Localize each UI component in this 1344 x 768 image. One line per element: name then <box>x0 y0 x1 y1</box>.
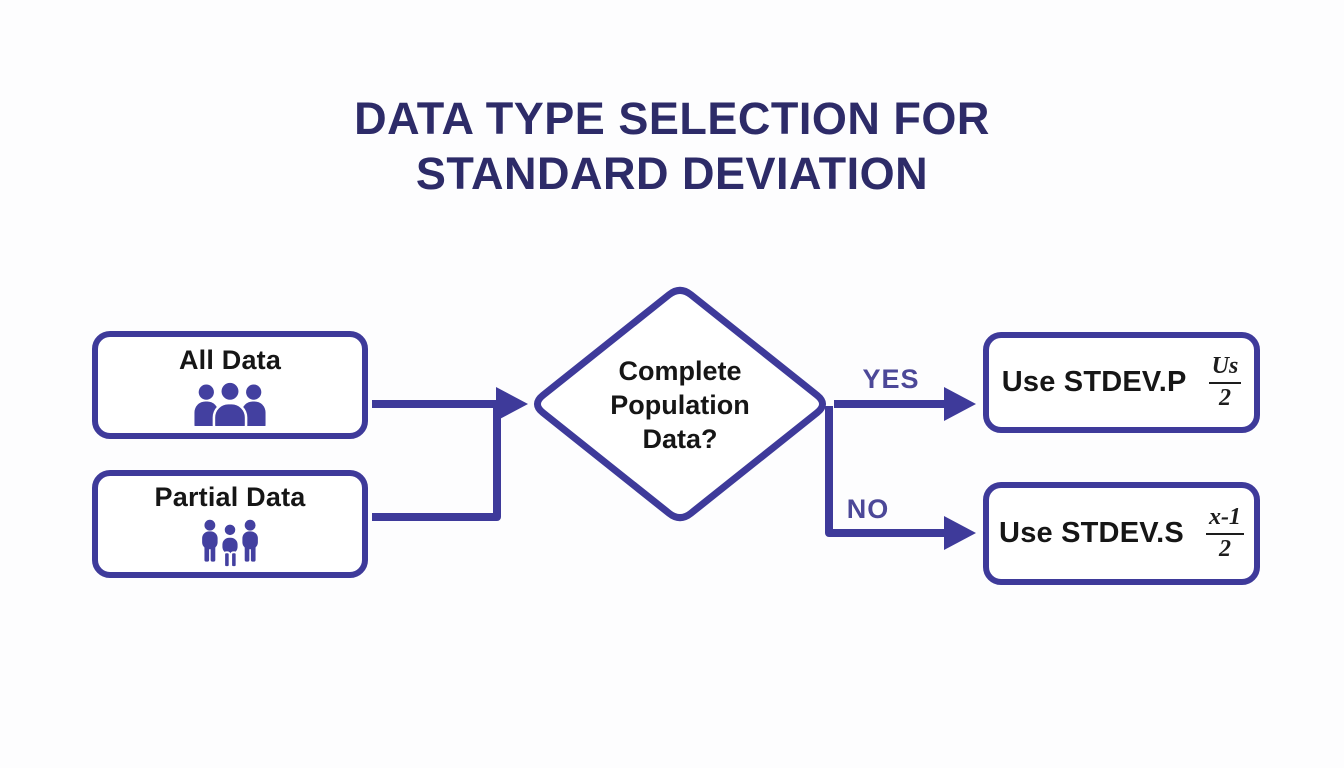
stdev-s-label: Use STDEV.S <box>999 517 1184 549</box>
page-title-line1: DATA TYPE SELECTION FOR <box>354 93 990 144</box>
edge-partialdata-to-decision <box>372 404 501 521</box>
arrowhead-into-decision <box>496 387 528 421</box>
node-partial-data: Partial Data <box>92 470 368 578</box>
node-stdev-p: Use STDEV.P Us 2 <box>983 332 1260 433</box>
stdev-s-formula-numerator: x-1 <box>1205 505 1244 535</box>
partial-data-label: Partial Data <box>154 481 306 512</box>
arrowhead-no <box>944 516 976 550</box>
node-stdev-s: Use STDEV.S x-1 2 <box>983 482 1260 585</box>
edge-no-line <box>825 406 946 537</box>
stdev-p-formula-numerator: Us <box>1208 354 1242 384</box>
group-people-icon <box>191 379 269 440</box>
node-decision: Complete Population Data? <box>560 340 800 470</box>
page-title: DATA TYPE SELECTION FOR STANDARD DEVIATI… <box>0 92 1344 202</box>
page-title-line2: STANDARD DEVIATION <box>415 147 929 199</box>
decision-line1: Complete <box>618 355 742 386</box>
stdev-p-label: Use STDEV.P <box>1001 366 1187 398</box>
arrowhead-yes <box>944 387 976 421</box>
all-data-label: All Data <box>178 344 282 375</box>
stdev-p-formula: Us 2 <box>1208 354 1242 411</box>
edge-label-yes: YES <box>862 364 920 394</box>
stdev-s-formula-denominator: 2 <box>1218 535 1231 562</box>
edge-label-no: NO <box>846 494 890 524</box>
decision-diamond-shape <box>533 286 827 522</box>
decision-line2: Population <box>610 389 750 420</box>
standing-people-icon <box>199 519 261 568</box>
node-all-data: All Data <box>92 331 368 440</box>
stdev-p-formula-denominator: 2 <box>1218 384 1231 411</box>
stdev-s-formula: x-1 2 <box>1205 505 1244 562</box>
decision-line3: Data? <box>642 424 718 454</box>
